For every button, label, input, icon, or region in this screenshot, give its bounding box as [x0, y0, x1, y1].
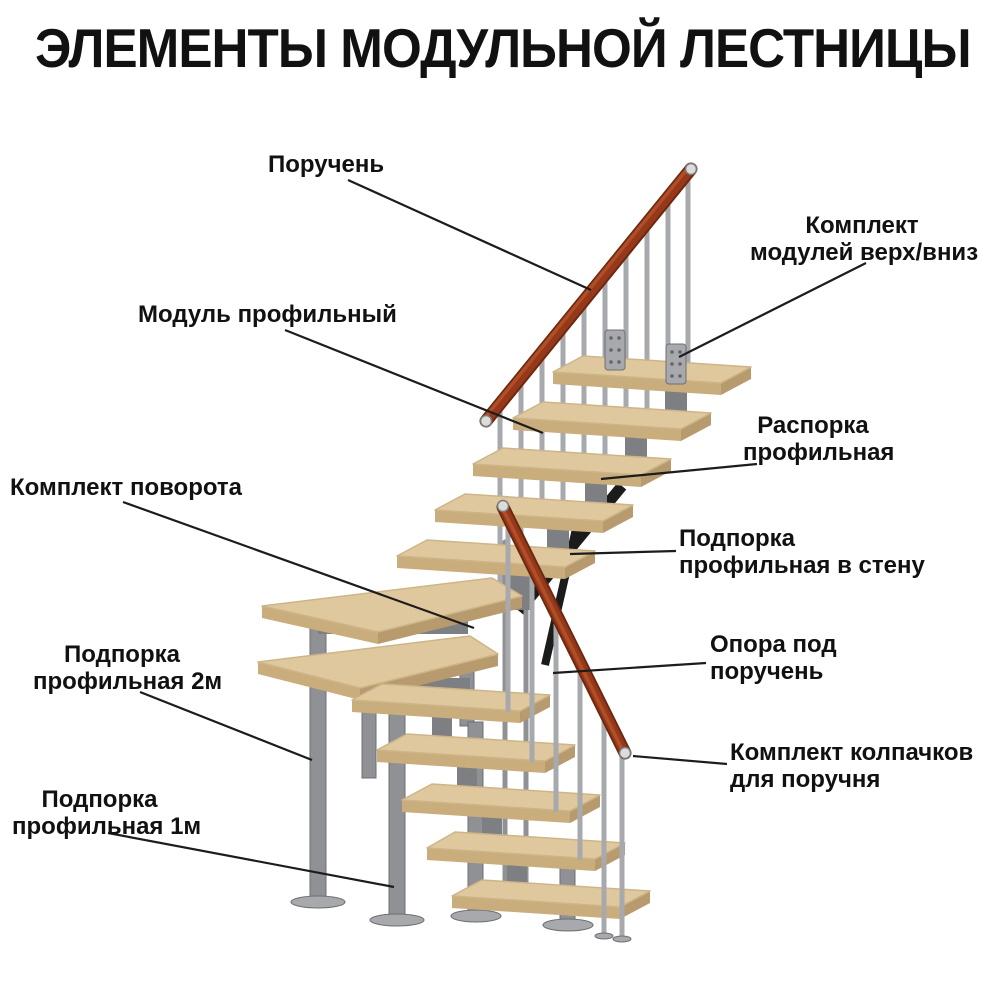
label-turn-kit: Комплект поворота: [10, 474, 243, 501]
leader-profile-spacer: [600, 462, 758, 481]
label-profile-spacer: Распорка профильная: [743, 412, 895, 466]
step: [351, 683, 551, 723]
label-modules-kit: Комплект модулей верх/вниз: [750, 212, 979, 266]
label-wall-support: Подпорка профильная в стену: [679, 525, 925, 579]
label-handrail: Поручень: [268, 151, 385, 178]
label-profile-module: Модуль профильный: [138, 301, 397, 328]
leader-support-2m: [139, 690, 313, 762]
handrail-cap: [684, 162, 698, 176]
leader-turn-kit: [122, 500, 475, 630]
step: [434, 493, 634, 533]
leader-handrail: [347, 178, 592, 292]
handrail-cap: [618, 746, 632, 760]
wedge-step: [261, 577, 523, 644]
leader-modules-kit: [678, 262, 867, 358]
step: [376, 733, 576, 773]
step: [426, 831, 626, 871]
leader-wall-support: [569, 549, 677, 556]
label-support-1m: Подпорка профильная 1м: [12, 786, 202, 840]
leader-support-1m: [107, 831, 395, 889]
step: [451, 879, 651, 919]
leader-lines: [107, 178, 867, 889]
handrail-upper: [479, 162, 698, 428]
handrail-cap: [479, 414, 493, 428]
leader-handrail-post: [552, 661, 707, 675]
step: [512, 401, 712, 441]
page-title: ЭЛЕМЕНТЫ МОДУЛЬНОЙ ЛЕСТНИЦЫ: [35, 17, 972, 79]
module-bracket-plates: [604, 329, 687, 385]
label-handrail-post: Опора под поручень: [710, 631, 837, 685]
step: [552, 355, 752, 395]
label-support-2m: Подпорка профильная 2м: [33, 641, 223, 695]
handrail-cap: [496, 499, 510, 513]
turn-platforms: [257, 577, 523, 700]
leader-caps-kit: [632, 754, 728, 766]
label-caps-kit: Комплект колпачков для поручня: [730, 739, 974, 793]
handrail-lower: [496, 499, 632, 760]
lower-balusters: [505, 514, 632, 943]
step: [401, 783, 601, 823]
leader-profile-module: [284, 328, 544, 435]
